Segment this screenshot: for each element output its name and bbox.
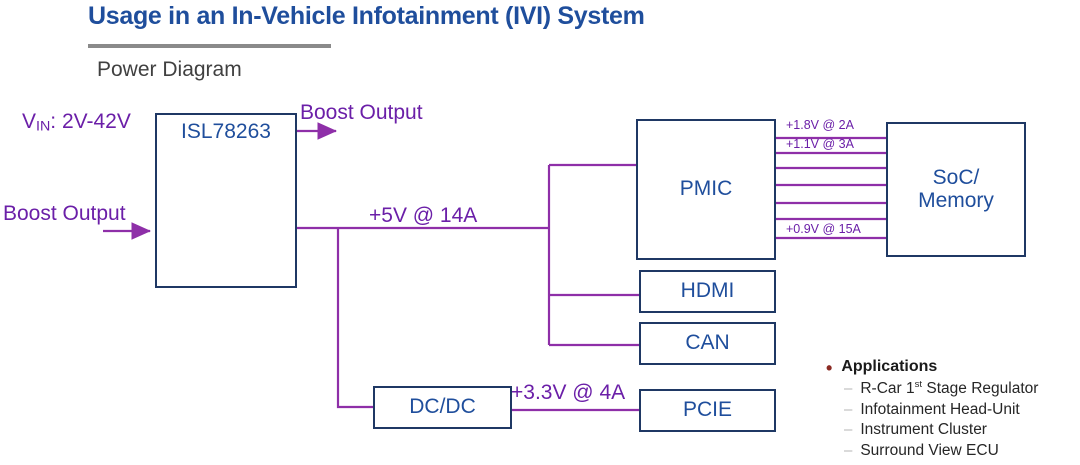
wire-5v-to-dcdc	[336, 228, 373, 409]
label-rail-1v8: +1.8V @ 2A	[786, 118, 854, 132]
label-vin-sub: IN	[36, 118, 51, 135]
application-text-before: R-Car 1	[860, 380, 915, 398]
block-can[interactable]: CAN	[639, 322, 776, 365]
application-text-sup: st	[914, 379, 923, 390]
application-text-after: Stage Regulator	[922, 380, 1039, 398]
label-boost-output-top: Boost Output	[300, 101, 423, 124]
dash-icon: –	[844, 421, 853, 439]
title-divider	[88, 44, 331, 48]
list-item: – Infotainment Head-Unit	[826, 400, 1038, 421]
block-soc-line2: Memory	[918, 188, 994, 212]
block-soc-memory-label: SoC/ Memory	[918, 165, 994, 212]
label-vin-prefix: V	[22, 110, 37, 133]
applications-heading-label: Applications	[841, 358, 938, 375]
dash-icon: –	[844, 441, 853, 459]
label-boost-output-left: Boost Output	[3, 202, 126, 225]
application-text: Surround View ECU	[860, 441, 999, 459]
bullet-icon: •	[826, 358, 833, 378]
list-item: – Instrument Cluster	[826, 420, 1038, 441]
label-vin: VIN: 2V-42V	[22, 110, 131, 135]
block-hdmi[interactable]: HDMI	[639, 270, 776, 313]
block-soc-memory[interactable]: SoC/ Memory	[886, 122, 1026, 257]
subtitle: Power Diagram	[97, 58, 242, 81]
applications-list: – R-Car 1st Stage Regulator – Infotainme…	[826, 379, 1038, 462]
dash-icon: –	[844, 400, 853, 418]
applications-heading: • Applications	[826, 358, 1038, 377]
label-vin-value: : 2V-42V	[50, 110, 131, 133]
block-dcdc-label: DC/DC	[409, 395, 476, 419]
block-isl78263-label: ISL78263	[181, 120, 271, 143]
block-dcdc[interactable]: DC/DC	[373, 386, 512, 429]
block-pmic-label: PMIC	[679, 177, 733, 201]
applications-panel: • Applications – R-Car 1st Stage Regulat…	[826, 358, 1038, 462]
application-text: Infotainment Head-Unit	[860, 400, 1020, 418]
block-soc-line1: SoC/	[932, 165, 980, 189]
block-pcie-label: PCIE	[682, 398, 732, 422]
label-rail-1v1: +1.1V @ 3A	[786, 137, 854, 151]
application-text: R-Car 1st Stage Regulator	[860, 379, 1038, 400]
list-item: – Surround View ECU	[826, 441, 1038, 462]
label-rail-5v: +5V @ 14A	[369, 204, 478, 227]
application-text: Instrument Cluster	[860, 421, 987, 439]
block-hdmi-label: HDMI	[680, 279, 735, 303]
page-title: Usage in an In-Vehicle Infotainment (IVI…	[88, 2, 645, 30]
block-isl78263[interactable]: ISL78263	[155, 113, 297, 288]
block-pcie[interactable]: PCIE	[639, 389, 776, 432]
list-item: – R-Car 1st Stage Regulator	[826, 379, 1038, 400]
block-pmic[interactable]: PMIC	[636, 119, 776, 260]
label-rail-0v9: +0.9V @ 15A	[786, 222, 861, 236]
block-can-label: CAN	[685, 331, 730, 355]
dash-icon: –	[844, 380, 853, 398]
label-rail-3v3: +3.3V @ 4A	[511, 381, 626, 404]
